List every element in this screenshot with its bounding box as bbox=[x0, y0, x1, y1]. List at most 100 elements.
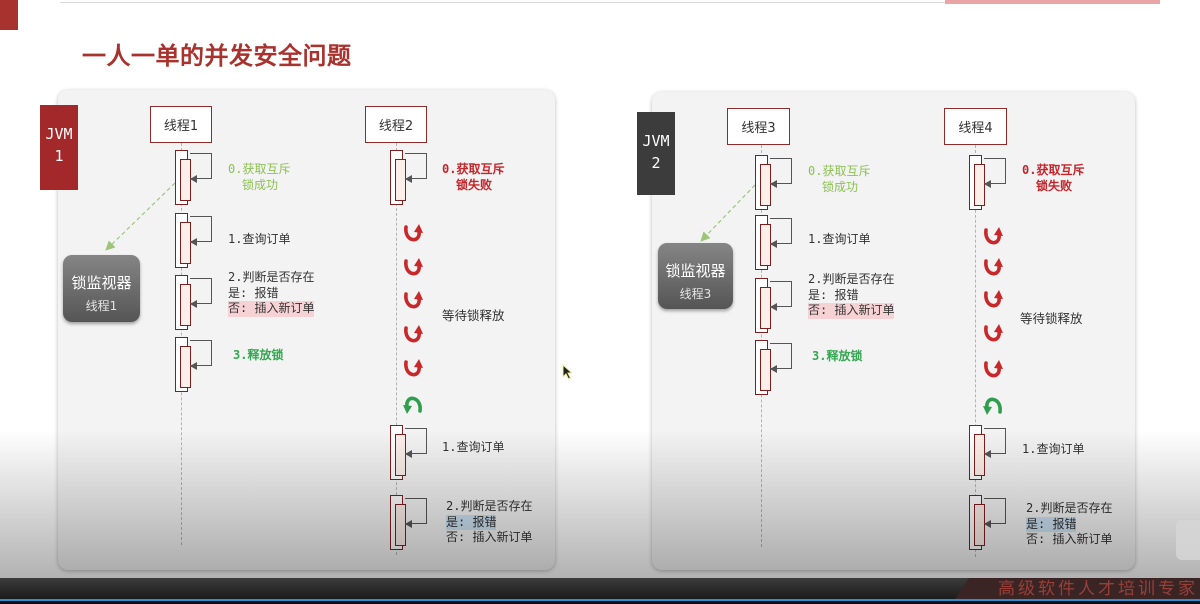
footer-brand-text: 高级软件人才培训专家 bbox=[998, 580, 1198, 598]
wait-retry-arrow-icon bbox=[982, 322, 1004, 346]
self-call-arrow-icon bbox=[190, 153, 212, 183]
wait-retry-arrow-icon bbox=[402, 289, 424, 313]
step-text-highlight: 是: 报错 bbox=[446, 514, 497, 530]
step-text: 1.查询订单 bbox=[1022, 442, 1085, 456]
lock-monitor-holder: 线程1 bbox=[85, 299, 118, 313]
thread-1-step-2: 2.判断是否存在 是: 报错 否: 插入新订单 bbox=[228, 270, 315, 317]
wait-retry-arrow-icon bbox=[402, 256, 424, 280]
self-call-arrow-icon bbox=[190, 340, 212, 370]
wait-retry-arrow-icon bbox=[982, 358, 1004, 382]
lock-monitor-holder: 线程3 bbox=[679, 287, 712, 301]
activation-bar bbox=[175, 150, 219, 208]
self-call-arrow-icon bbox=[770, 343, 792, 373]
mouse-cursor-icon bbox=[562, 364, 573, 380]
wait-retry-arrow-icon bbox=[402, 222, 424, 246]
wait-retry-arrow-icon bbox=[402, 323, 424, 347]
step-text: 否: 插入新订单 bbox=[1026, 532, 1113, 546]
lock-monitor-title: 锁监视器 bbox=[665, 262, 726, 280]
jvm-2-panel: JVM 2 线程3 线程4 锁监视器 线程3 0.获取互斥 锁成功 1.查询订单… bbox=[637, 92, 1135, 570]
wait-label: 等待锁释放 bbox=[1020, 311, 1083, 326]
lock-acquired-arrow-icon bbox=[402, 392, 424, 416]
activation-bar bbox=[755, 215, 799, 273]
thread-3-step-3: 3.释放锁 bbox=[812, 349, 862, 365]
step-text: 锁成功 bbox=[822, 179, 859, 194]
activation-bar bbox=[969, 155, 1013, 213]
top-accent-block bbox=[0, 0, 18, 30]
activation-bar bbox=[755, 278, 799, 336]
top-divider bbox=[60, 2, 945, 3]
self-call-arrow-icon bbox=[405, 498, 427, 528]
step-text-highlight: 否: 插入新订单 bbox=[808, 303, 895, 319]
activation-bar bbox=[390, 150, 434, 208]
thread-2-step-1: 1.查询订单 bbox=[442, 440, 504, 456]
thread-2-lifeline bbox=[396, 143, 397, 555]
thread-4-step-2: 2.判断是否存在 是: 报错 否: 插入新订单 bbox=[1026, 501, 1112, 548]
step-text: 0.获取互斥 bbox=[808, 164, 871, 178]
corner-logo-icon bbox=[1176, 520, 1200, 560]
video-progress-line bbox=[0, 599, 1200, 601]
step-text-highlight: 否: 插入新订单 bbox=[228, 301, 315, 317]
step-text: 0.获取互斥 bbox=[1022, 163, 1085, 177]
jvm-label: JVM bbox=[642, 132, 670, 150]
step-text: 1.查询订单 bbox=[228, 232, 291, 246]
step-text: 否: 插入新订单 bbox=[446, 530, 533, 544]
thread-4-header: 线程4 bbox=[944, 108, 1007, 145]
thread-2-step-0: 0.获取互斥 锁失败 bbox=[442, 162, 504, 193]
self-call-arrow-icon bbox=[405, 153, 427, 183]
step-text: 锁失败 bbox=[1036, 178, 1073, 193]
video-bottom-edge bbox=[0, 601, 1200, 604]
wait-label: 等待锁释放 bbox=[442, 308, 505, 323]
lock-acquired-arrow-icon bbox=[982, 393, 1004, 417]
activation-bar bbox=[175, 275, 219, 333]
thread-2-step-2: 2.判断是否存在 是: 报错 否: 插入新订单 bbox=[446, 499, 532, 546]
self-call-arrow-icon bbox=[984, 498, 1006, 528]
thread-3-step-0: 0.获取互斥 锁成功 bbox=[808, 164, 870, 195]
self-call-arrow-icon bbox=[190, 216, 212, 246]
step-text: 是: 报错 bbox=[228, 285, 279, 300]
thread-4-step-1: 1.查询订单 bbox=[1022, 442, 1084, 458]
activation-bar bbox=[390, 425, 434, 483]
self-call-arrow-icon bbox=[984, 428, 1006, 458]
self-call-arrow-icon bbox=[770, 218, 792, 248]
lock-monitor: 锁监视器 线程3 bbox=[658, 243, 733, 309]
thread-1-step-3: 3.释放锁 bbox=[233, 348, 283, 364]
self-call-arrow-icon bbox=[984, 158, 1006, 188]
thread-1-header: 线程1 bbox=[150, 106, 212, 143]
step-text: 是: 报错 bbox=[808, 287, 859, 302]
self-call-arrow-icon bbox=[405, 428, 427, 458]
slide-title: 一人一单的并发安全问题 bbox=[82, 42, 352, 70]
step-text: 锁成功 bbox=[242, 177, 279, 192]
top-accent-bar bbox=[945, 0, 1160, 4]
video-bottom-bar bbox=[0, 578, 1200, 599]
activation-bar bbox=[755, 155, 799, 213]
thread-3-step-2: 2.判断是否存在 是: 报错 否: 插入新订单 bbox=[808, 272, 895, 319]
jvm-number: 1 bbox=[54, 147, 64, 165]
step-text: 2.判断是否存在 bbox=[808, 272, 895, 286]
step-text: 0.获取互斥 bbox=[228, 162, 291, 176]
wait-retry-arrow-icon bbox=[982, 288, 1004, 312]
thread-4-lifeline bbox=[975, 145, 976, 557]
footer-brand-plate bbox=[955, 578, 1200, 599]
step-text: 3.释放锁 bbox=[812, 349, 863, 363]
thread-4-step-0: 0.获取互斥 锁失败 bbox=[1022, 163, 1084, 194]
lock-monitor: 锁监视器 线程1 bbox=[63, 255, 140, 322]
thread-2-header: 线程2 bbox=[365, 106, 427, 143]
step-text: 锁失败 bbox=[456, 177, 493, 192]
step-text: 1.查询订单 bbox=[442, 440, 505, 454]
self-call-arrow-icon bbox=[770, 281, 792, 311]
self-call-arrow-icon bbox=[190, 278, 212, 308]
jvm-2-badge: JVM 2 bbox=[637, 112, 675, 195]
wait-retry-arrow-icon bbox=[982, 225, 1004, 249]
self-call-arrow-icon bbox=[770, 158, 792, 188]
activation-bar bbox=[969, 425, 1013, 483]
jvm-label: JVM bbox=[45, 125, 73, 143]
step-text-highlight: 是: 报错 bbox=[1026, 516, 1077, 532]
wait-retry-arrow-icon bbox=[402, 357, 424, 381]
step-text: 1.查询订单 bbox=[808, 232, 871, 246]
step-text: 0.获取互斥 bbox=[442, 162, 505, 176]
activation-bar bbox=[969, 495, 1013, 553]
jvm-1-badge: JVM 1 bbox=[40, 105, 78, 190]
jvm-number: 2 bbox=[651, 154, 661, 172]
step-text: 2.判断是否存在 bbox=[228, 270, 315, 284]
thread-3-step-1: 1.查询订单 bbox=[808, 232, 870, 248]
